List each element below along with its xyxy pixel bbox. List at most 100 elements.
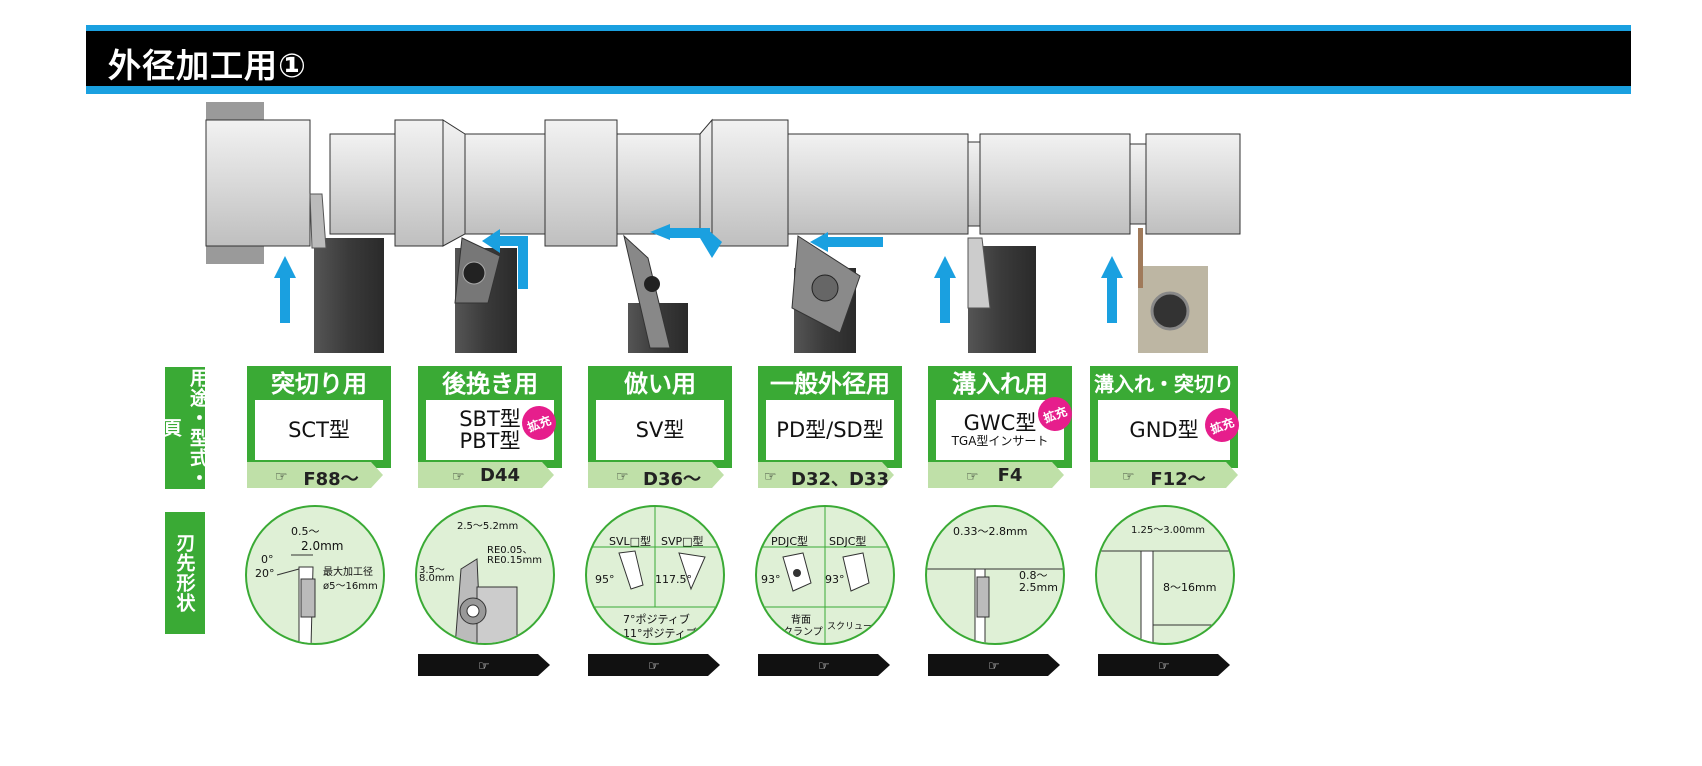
tool-card-sbt: 後挽き用 SBT型 PBT型 — [418, 366, 562, 468]
header-bottom-stripe — [86, 86, 1631, 94]
tool-type-box: SCT型 — [255, 400, 383, 460]
page-ref-text: F88〜 — [303, 469, 359, 490]
angle-label: 93° — [825, 573, 845, 586]
page-ref-sv[interactable]: ☞ D36〜 — [588, 462, 724, 490]
max-diameter-value: ø5〜16mm — [323, 581, 378, 592]
pointing-hand-icon: ☞ — [1122, 469, 1135, 485]
edge-shape-gwc: 0.33〜2.8mm 0.8〜 2.5mm — [925, 505, 1065, 645]
tool-type: GND型 — [1129, 418, 1199, 442]
edge-shape-pd: PDJC型 SDJC型 93° 93° 背面 クランプ スクリューオン — [755, 505, 895, 645]
black-ref-tag-pd[interactable]: ☞ — [758, 654, 890, 676]
positive-label: 11°ポジティブ — [623, 627, 697, 640]
tool-type: SBT型 — [459, 407, 521, 431]
tool-card-sv: 倣い用 SV型 — [588, 366, 732, 468]
pointing-hand-icon: ☞ — [966, 469, 979, 485]
edge-diagram-gwc — [927, 568, 1063, 643]
black-ref-tag-sbt[interactable]: ☞ — [418, 654, 550, 676]
edge-shape-sct: 0.5〜 2.0mm 0° 20° 最大加工径 ø5〜16mm — [245, 505, 385, 645]
page-ref-text: F12〜 — [1150, 469, 1206, 490]
page-ref-gwc[interactable]: ☞ F4 — [928, 462, 1064, 488]
page-ref-sbt[interactable]: ☞ D44 — [418, 462, 554, 488]
page-ref-text: D36〜 — [643, 469, 701, 490]
tool-type: SV型 — [635, 418, 685, 442]
edge-shape-sv: D36〜 SVL□型 SVP□型 95° 117.5° 7°ポジティブ 11°ポ… — [585, 505, 725, 645]
tag-shape: ☞ — [928, 462, 1064, 488]
page-ref-text: D32、D33 — [791, 469, 889, 490]
tool-type-box: SV型 — [596, 400, 724, 460]
clamp-label: クランプ — [783, 627, 823, 638]
dimension-label: 2.5〜5.2mm — [457, 521, 519, 532]
dimension-label: 0.33〜2.8mm — [953, 525, 1028, 538]
dimension-label: 1.25〜3.00mm — [1131, 525, 1206, 536]
depth-label: 8.0mm — [419, 573, 455, 584]
pointing-hand-icon: ☞ — [818, 659, 830, 674]
edge-diagram-pd — [757, 507, 893, 643]
tool-type: SCT型 — [288, 418, 350, 442]
max-diameter-label: 最大加工径 — [323, 567, 373, 578]
pd-left-label: PDJC型 — [771, 535, 809, 548]
edge-shape-gnd: 1.25〜3.00mm 8〜16mm — [1095, 505, 1235, 645]
pointing-hand-icon: ☞ — [616, 469, 629, 485]
page-ref-sct[interactable]: ☞ F88〜 — [247, 462, 383, 490]
tool-category: 溝入れ用 — [952, 370, 1048, 398]
tool-type-box: PD型/SD型 — [766, 400, 894, 460]
depth-label: 2.5mm — [1019, 581, 1058, 594]
tool-subtype: TGA型インサート — [951, 434, 1049, 448]
tool-type: PD型/SD型 — [776, 418, 884, 442]
pointing-hand-icon: ☞ — [764, 469, 777, 485]
angle-label: 0° — [261, 553, 274, 566]
sv-left-label: SVL□型 — [609, 535, 652, 548]
pointing-hand-icon: ☞ — [988, 659, 1000, 674]
angle-label: 117.5° — [655, 573, 692, 586]
tag-shape: ☞ — [418, 462, 554, 488]
pointing-hand-icon: ☞ — [275, 469, 288, 485]
depth-label: 8〜16mm — [1163, 581, 1217, 594]
edge-diagram-sbt — [454, 558, 518, 643]
pd-right-label: SDJC型 — [829, 535, 867, 548]
page-ref-pd[interactable]: ☞ D32、D33 — [758, 462, 894, 490]
black-ref-tag-gwc[interactable]: ☞ — [928, 654, 1060, 676]
page-ref-text: F4 — [997, 465, 1023, 486]
clamp-label: 背面 — [791, 615, 811, 626]
tool-category: 突切り用 — [271, 370, 367, 398]
angle-label: 95° — [595, 573, 615, 586]
tool-category: 後挽き用 — [442, 370, 538, 398]
tool-card-sct: 突切り用 SCT型 — [247, 366, 391, 468]
radius-label: RE0.15mm — [487, 555, 543, 566]
positive-label: 7°ポジティブ — [623, 613, 690, 626]
screw-on-label: スクリューオン — [827, 622, 891, 632]
page-title: 外径加工用① — [108, 46, 307, 85]
pointing-hand-icon: ☞ — [452, 469, 465, 485]
edge-diagram-gnd — [1097, 550, 1233, 643]
radius-label: RE0.05、 — [487, 545, 533, 556]
header-bar: 外径加工用① — [86, 31, 1631, 86]
pointing-hand-icon: ☞ — [648, 659, 660, 674]
edge-diagram-sct — [276, 554, 316, 643]
side-label-usage: 用途・型式・頁 — [160, 367, 209, 489]
dimension-label: 2.0mm — [301, 539, 344, 553]
tag-shape: ☞ — [758, 462, 894, 488]
workpiece-illustration — [205, 102, 1241, 353]
depth-label: 3.5〜 — [419, 565, 445, 576]
edge-diagram-sv — [587, 507, 723, 608]
page-ref-gnd[interactable]: ☞ F12〜 — [1090, 462, 1238, 490]
black-ref-tag-gnd[interactable]: ☞ — [1098, 654, 1230, 676]
tag-shape: ☞ — [247, 462, 383, 488]
side-label-edge-shape: 刃先形状 — [165, 512, 205, 634]
sv-right-label: SVP□型 — [661, 535, 704, 548]
pointing-hand-icon: ☞ — [478, 659, 490, 674]
angle-label: 93° — [761, 573, 781, 586]
pointing-hand-icon: ☞ — [1158, 659, 1170, 674]
tool-card-pd: 一般外径用 PD型/SD型 — [758, 366, 902, 468]
tool-type: GWC型 — [963, 411, 1037, 435]
tag-shape: ☞ — [1090, 462, 1238, 488]
depth-label: 0.8〜 — [1019, 569, 1048, 582]
page-ref-text: D44 — [480, 465, 520, 486]
tool-category: 倣い用 — [624, 370, 696, 398]
black-ref-tag-sv[interactable]: ☞ — [588, 654, 720, 676]
angle-label: 20° — [255, 567, 275, 580]
dimension-label: 0.5〜 — [291, 525, 320, 538]
tool-category: 一般外径用 — [770, 370, 890, 398]
tag-shape: ☞ — [588, 462, 724, 488]
edge-shape-sbt: 2.5〜5.2mm RE0.05、 RE0.15mm 3.5〜 8.0mm — [415, 505, 555, 645]
